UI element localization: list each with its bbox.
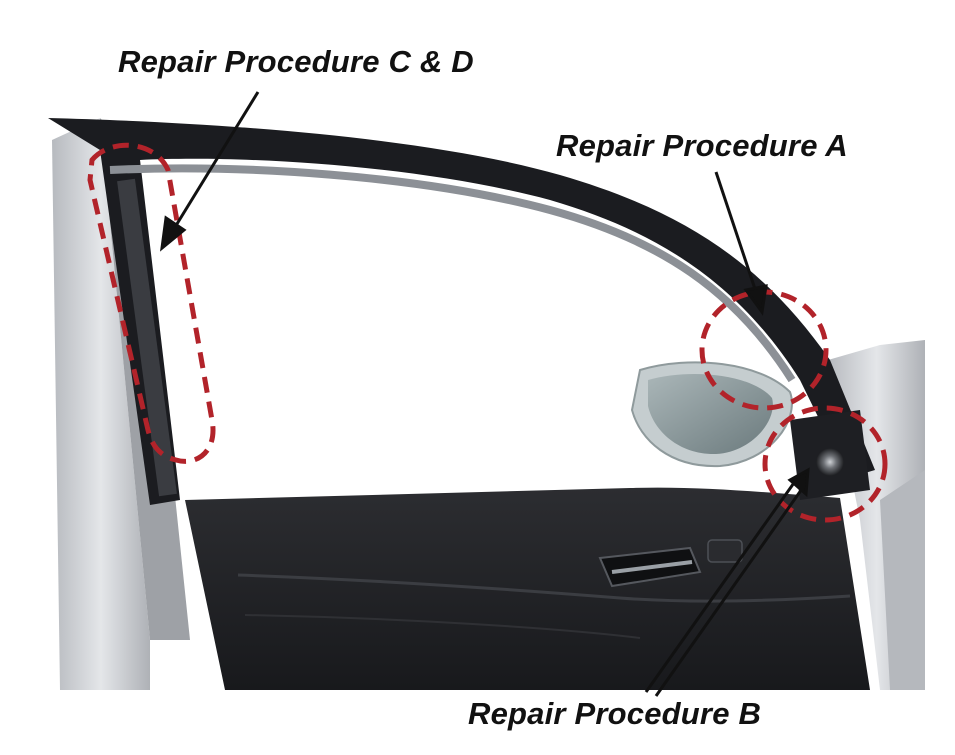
arrow-b-2 — [654, 485, 806, 697]
arrow-cd — [170, 91, 260, 233]
door-panel — [185, 487, 870, 690]
callout-repair-procedure-a: Repair Procedure A — [556, 128, 848, 163]
arrow-a-head — [743, 284, 768, 316]
callout-repair-procedure-cd: Repair Procedure C & D — [118, 44, 474, 79]
callout-repair-procedure-b: Repair Procedure B — [468, 696, 762, 731]
arrow-b-1 — [644, 479, 798, 693]
tweeter-speaker — [790, 410, 870, 500]
arrow-b-head — [787, 467, 810, 498]
pointer-arrows — [160, 91, 810, 697]
window-frame — [48, 118, 875, 505]
highlight-b-marker — [762, 405, 888, 523]
highlight-cd-marker — [87, 142, 216, 464]
arrow-a — [714, 171, 758, 293]
arrow-cd-head — [160, 215, 187, 252]
side-mirror — [630, 361, 793, 468]
door-handle — [598, 539, 743, 588]
